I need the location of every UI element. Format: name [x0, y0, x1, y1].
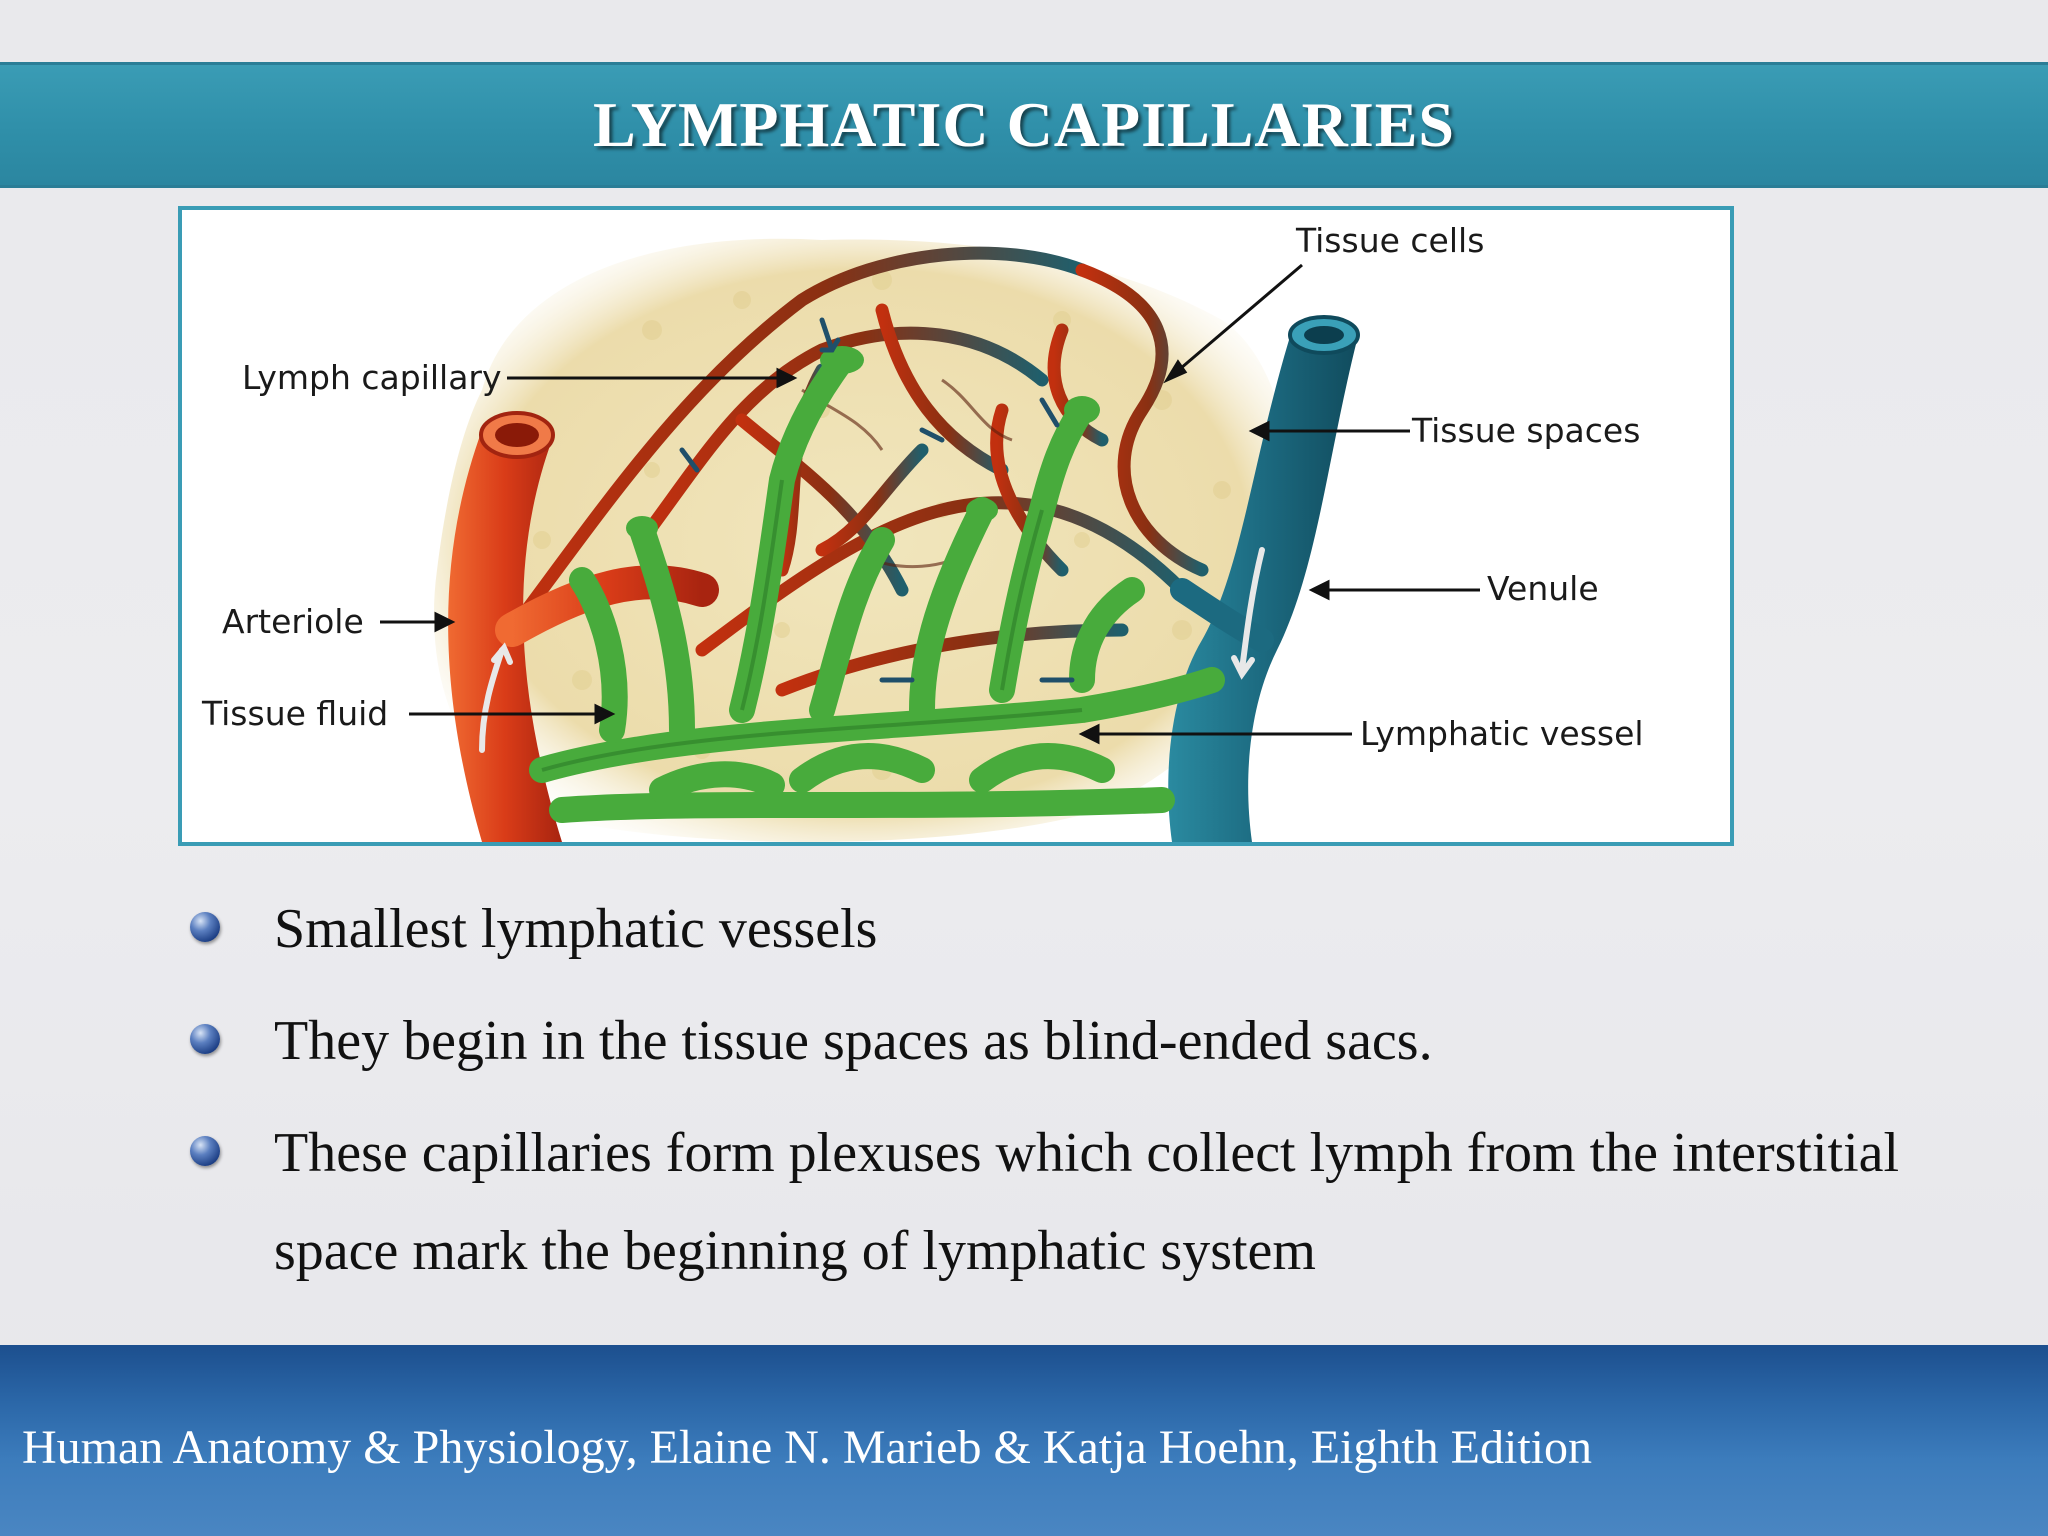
label-lymph-capillary: Lymph capillary — [242, 358, 502, 397]
slide-title: LYMPHATIC CAPILLARIES — [592, 89, 1456, 160]
bullet-sphere-icon — [190, 1024, 220, 1054]
label-arteriole: Arteriole — [222, 602, 364, 641]
label-lymphatic-vessel: Lymphatic vessel — [1360, 714, 1644, 753]
bullet-text: They begin in the tissue spaces as blind… — [274, 1010, 1433, 1072]
bullet-sphere-icon — [190, 912, 220, 942]
blood-capillary-network — [505, 246, 1209, 697]
venule-vessel — [1168, 330, 1357, 842]
figure-illustration: Tissue cells Lymph capillary Tissue spac… — [201, 221, 1644, 842]
flow-arrows — [679, 317, 1075, 683]
footer-citation: Human Anatomy & Physiology, Elaine N. Ma… — [22, 1421, 1593, 1474]
bullet-list: Smallest lymphatic vessels They begin in… — [190, 880, 1910, 1314]
bullet-text: These capillaries form plexuses which co… — [274, 1122, 1900, 1282]
footer-band — [0, 1345, 2048, 1536]
bullet-text: Smallest lymphatic vessels — [274, 898, 878, 960]
bullet-item: Smallest lymphatic vessels — [190, 880, 1910, 978]
leader-lines — [380, 263, 1480, 745]
label-venule: Venule — [1487, 569, 1599, 608]
bullet-item: They begin in the tissue spaces as blind… — [190, 992, 1910, 1090]
title-bar: LYMPHATIC CAPILLARIES — [0, 62, 2048, 188]
label-tissue-cells: Tissue cells — [1295, 221, 1484, 260]
label-tissue-spaces: Tissue spaces — [1411, 411, 1640, 450]
bullet-item: These capillaries form plexuses which co… — [190, 1104, 1910, 1300]
label-tissue-fluid: Tissue fluid — [201, 694, 388, 733]
bullet-sphere-icon — [190, 1136, 220, 1166]
lymphatic-capillaries-figure: Tissue cells Lymph capillary Tissue spac… — [178, 206, 1734, 846]
